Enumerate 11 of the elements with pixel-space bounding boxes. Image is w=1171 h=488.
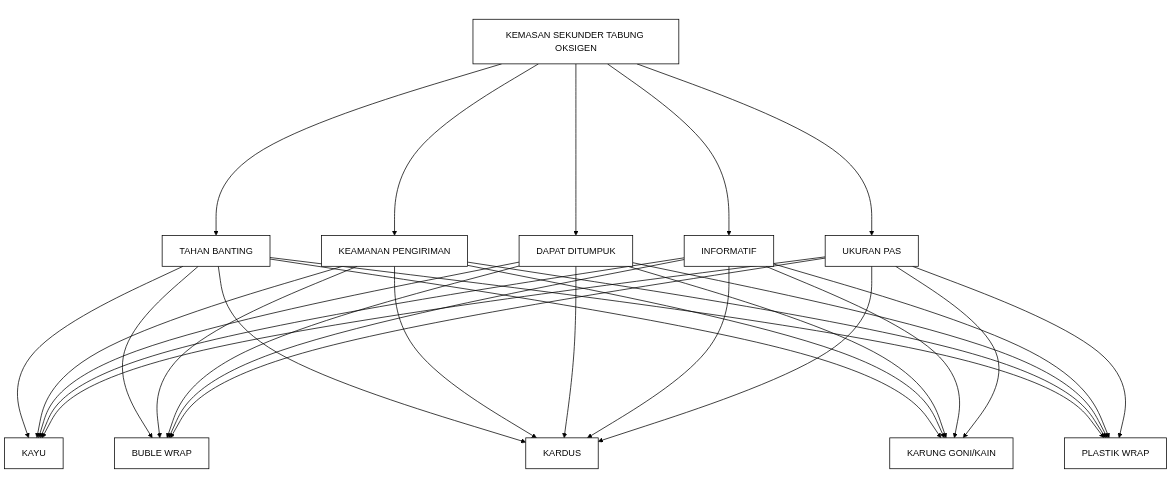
node-box: INFORMATIF <box>683 235 775 267</box>
node-box: KEMASAN SEKUNDER TABUNG OKSIGEN <box>472 18 680 65</box>
node-box: TAHAN BANTING <box>161 235 271 267</box>
node-box: KARDUS <box>525 437 599 470</box>
node-box: DAPAT DITUMPUK <box>518 235 634 267</box>
node-box: PLASTIK WRAP <box>1064 437 1167 470</box>
node-box: KEAMANAN PENGIRIMAN <box>321 235 468 267</box>
node-box: UKURAN PAS <box>824 235 919 267</box>
node-box: BUBLE WRAP <box>114 437 210 470</box>
node-box: KARUNG GONI/KAIN <box>889 437 1014 470</box>
node-box: KAYU <box>4 437 64 470</box>
